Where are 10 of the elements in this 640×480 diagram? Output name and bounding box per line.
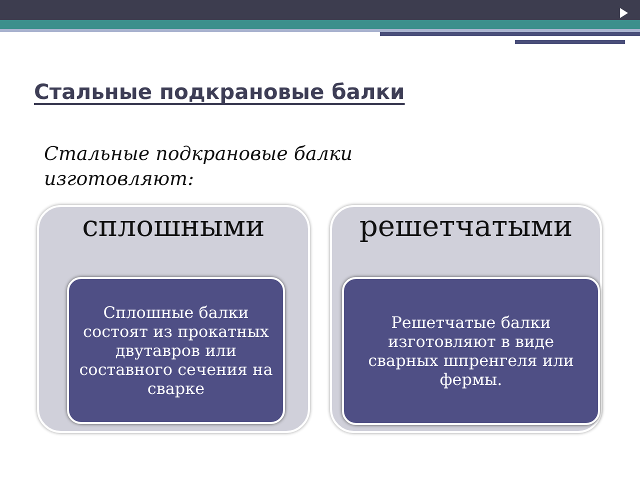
intro-text: Стальные подкрановые балки изготовляют: [44, 142, 354, 192]
panel-heading: решетчатыми [358, 209, 574, 243]
category-panel [37, 205, 310, 433]
category-panel [330, 205, 602, 433]
description-text: Сплошные балки состоят из прокатных двутавров или составного сечения на сварке [79, 302, 273, 398]
panel-heading: сплошными [81, 209, 266, 243]
slide-title: Стальные подкрановые балки [34, 80, 405, 104]
description-text: Решетчатые балки изготовляют в виде сварных шпренгеля или фермы. [367, 312, 575, 390]
description-box [342, 277, 600, 425]
description-box [67, 277, 285, 424]
